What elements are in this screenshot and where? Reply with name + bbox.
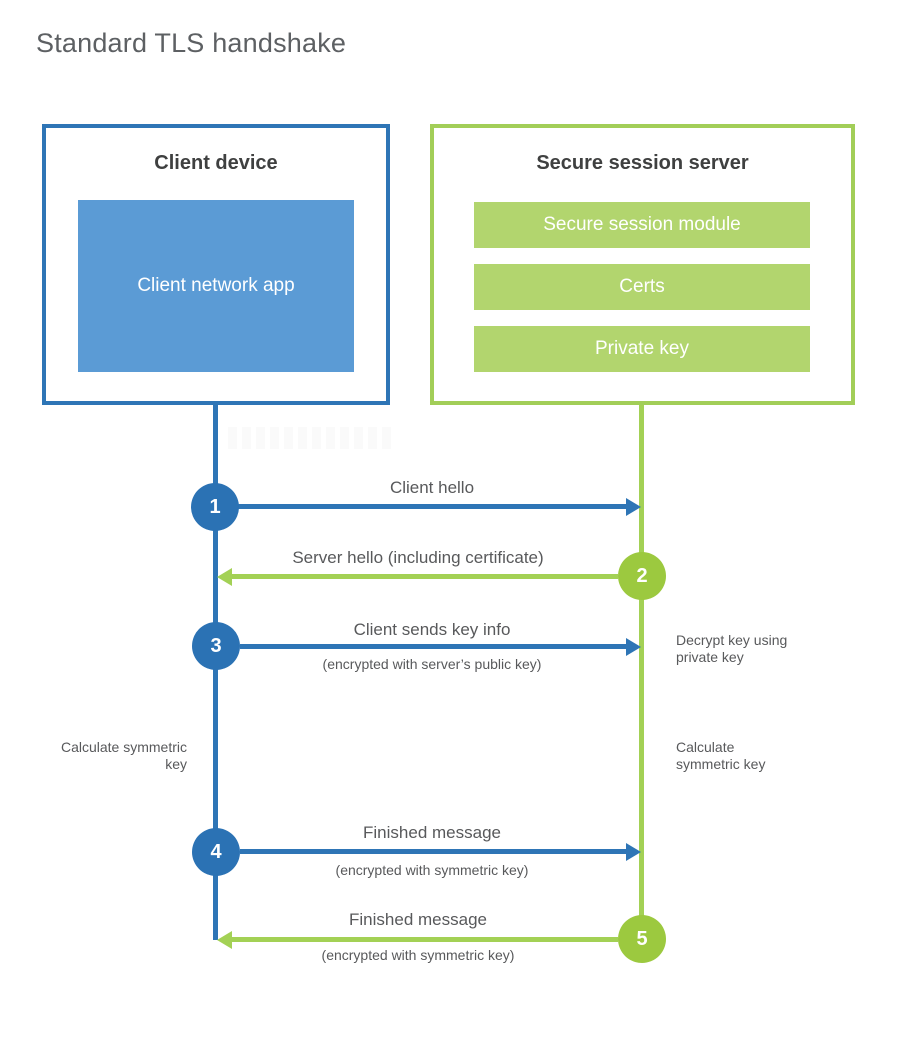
client-lifeline [213, 405, 218, 940]
calculate-symmetric-key-note-server: Calculate symmetric key [676, 739, 766, 772]
arrow-right-icon [626, 638, 641, 656]
server-module-label: Certs [619, 276, 665, 297]
server-module-secure-session: Secure session module [474, 202, 810, 248]
client-network-app-block: Client network app [78, 200, 354, 372]
arrow-left-icon [217, 568, 232, 586]
server-module-certs: Certs [474, 264, 810, 310]
arrow-right-icon [626, 843, 641, 861]
step-4-sublabel: (encrypted with symmetric key) [335, 862, 529, 878]
server-module-label: Secure session module [543, 214, 741, 235]
client-network-app-label: Client network app [137, 275, 295, 296]
step-2-arrow-line [232, 574, 618, 579]
step-4-label: Finished message [363, 823, 501, 842]
step-1-badge: 1 [191, 483, 239, 531]
secure-session-server-title: Secure session server [536, 152, 749, 174]
step-2-badge: 2 [618, 552, 666, 600]
arrow-left-icon [217, 931, 232, 949]
client-device-title: Client device [154, 152, 278, 174]
step-5-label: Finished message [349, 910, 487, 929]
faint-watermark-remnant [228, 427, 393, 449]
decrypt-key-note: Decrypt key using private key [676, 632, 788, 665]
step-2-label: Server hello (including certificate) [292, 548, 544, 567]
step-3-label: Client sends key info [353, 620, 511, 639]
calculate-symmetric-key-note-client: Calculate symmetric key [60, 739, 187, 772]
server-lifeline [639, 405, 644, 939]
step-4-arrow-line [240, 849, 626, 854]
step-3-arrow-line [240, 644, 626, 649]
server-module-private-key: Private key [474, 326, 810, 372]
step-4-badge: 4 [192, 828, 240, 876]
step-5-arrow-line [232, 937, 618, 942]
step-5-badge: 5 [618, 915, 666, 963]
page-title: Standard TLS handshake [36, 28, 347, 58]
arrow-right-icon [626, 498, 641, 516]
server-module-label: Private key [595, 338, 689, 359]
step-5-sublabel: (encrypted with symmetric key) [321, 947, 515, 963]
step-1-arrow-line [238, 504, 626, 509]
step-1-label: Client hello [389, 478, 475, 497]
step-3-badge: 3 [192, 622, 240, 670]
step-3-sublabel: (encrypted with server’s public key) [322, 656, 542, 672]
